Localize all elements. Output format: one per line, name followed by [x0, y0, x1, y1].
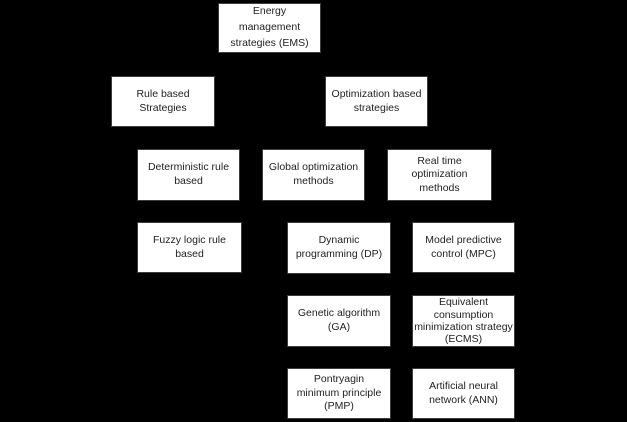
node-energy-management-strategies: Energy management strategies (EMS)	[218, 3, 321, 53]
node-model-predictive-control: Model predictive control (MPC)	[412, 222, 515, 273]
node-artificial-neural-network: Artificial neural network (ANN)	[412, 368, 515, 419]
node-equivalent-consumption-minimization-strategy: Equivalent consumption minimization stra…	[412, 295, 515, 347]
node-optimization-based-strategies: Optimization based strategies	[325, 76, 428, 127]
node-dynamic-programming: Dynamic programming (DP)	[287, 222, 391, 274]
node-genetic-algorithm: Genetic algorithm (GA)	[287, 295, 391, 347]
node-global-optimization-methods: Global optimization methods	[262, 149, 365, 201]
node-real-time-optimization-methods: Real time optimization methods	[387, 149, 492, 201]
node-deterministic-rule-based: Deterministic rule based	[137, 149, 240, 201]
node-rule-based-strategies: Rule based Strategies	[111, 76, 215, 127]
node-fuzzy-logic-rule-based: Fuzzy logic rule based	[137, 222, 242, 273]
node-pontryagin-minimum-principle: Pontryagin minimum principle (PMP)	[287, 368, 391, 419]
